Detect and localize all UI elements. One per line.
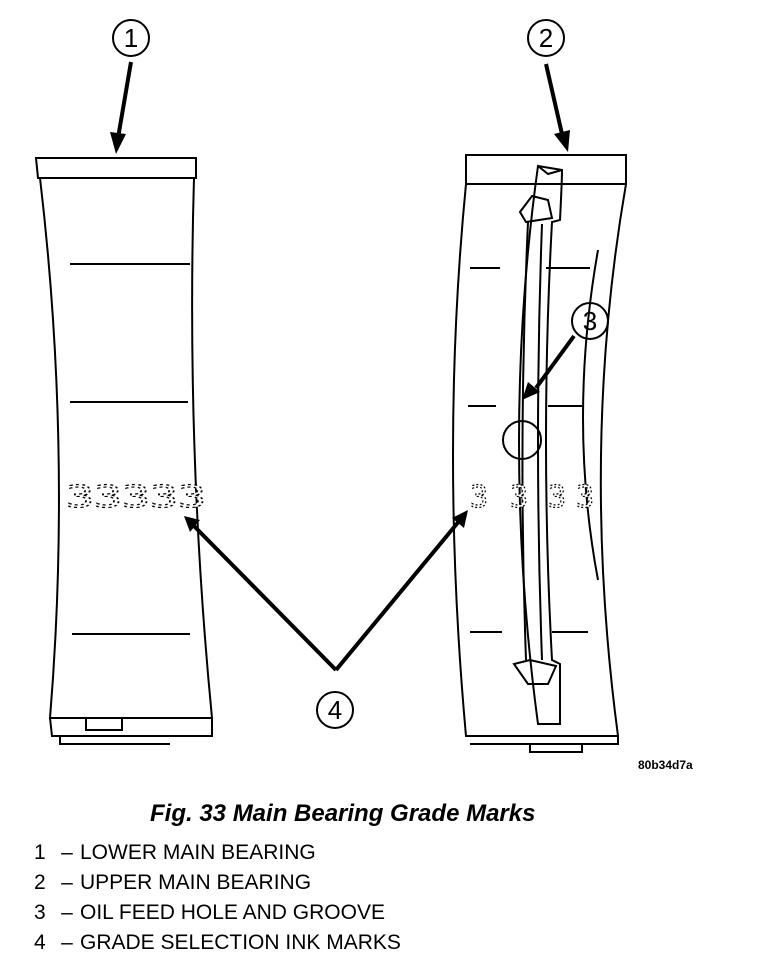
legend-text: LOWER MAIN BEARING bbox=[80, 841, 316, 864]
legend-dash: – bbox=[61, 931, 73, 954]
figure-caption: Fig. 33 Main Bearing Grade Marks bbox=[150, 800, 536, 827]
callout-2: 2 bbox=[527, 19, 570, 152]
legend-dash: – bbox=[61, 841, 73, 864]
callout-4: 4 bbox=[184, 510, 468, 729]
legend-number: 1 bbox=[34, 841, 46, 864]
oil-feed-hole bbox=[502, 420, 542, 460]
upper-main-bearing bbox=[452, 154, 627, 753]
callout-1: 1 bbox=[110, 19, 150, 154]
upper-ink-mark: 3 bbox=[576, 480, 594, 515]
callout-1-label: 1 bbox=[124, 23, 138, 53]
callout-3: 3 bbox=[522, 302, 609, 400]
figure-code: 80b34d7a bbox=[638, 758, 693, 772]
legend-item: 4–GRADE SELECTION INK MARKS bbox=[34, 928, 401, 958]
upper-ink-mark: 3 bbox=[548, 480, 566, 515]
arrow-1-head bbox=[110, 132, 126, 154]
legend-number: 2 bbox=[34, 871, 46, 894]
legend-item: 1–LOWER MAIN BEARING bbox=[34, 838, 401, 868]
legend-number: 4 bbox=[34, 931, 46, 954]
upper-ink-marks: 3 3 3 3 bbox=[469, 479, 594, 515]
legend-number: 3 bbox=[34, 901, 46, 924]
upper-ink-mark: 3 bbox=[510, 480, 528, 515]
arrow-3-head bbox=[522, 382, 540, 400]
legend-text: UPPER MAIN BEARING bbox=[80, 871, 312, 894]
arrow-4b-head bbox=[452, 510, 468, 528]
legend-dash: – bbox=[61, 901, 73, 924]
bearing-diagram: 33333 3 3 3 3 1 bbox=[34, 19, 627, 753]
oil-feed-groove bbox=[512, 164, 564, 725]
callout-4-label: 4 bbox=[328, 695, 342, 725]
legend: 1–LOWER MAIN BEARING 2–UPPER MAIN BEARIN… bbox=[34, 838, 401, 958]
legend-text: GRADE SELECTION INK MARKS bbox=[80, 931, 401, 954]
upper-ink-mark: 3 bbox=[470, 480, 488, 515]
lower-main-bearing bbox=[34, 157, 214, 745]
legend-item: 2–UPPER MAIN BEARING bbox=[34, 868, 401, 898]
arrow-2-head bbox=[554, 130, 570, 152]
lower-ink-marks: 33333 bbox=[66, 480, 206, 515]
callout-3-label: 3 bbox=[583, 306, 597, 336]
legend-text: OIL FEED HOLE AND GROOVE bbox=[80, 901, 385, 924]
arrow-4a-head bbox=[184, 516, 200, 532]
legend-dash: – bbox=[61, 871, 73, 894]
callout-2-label: 2 bbox=[539, 23, 553, 53]
legend-item: 3–OIL FEED HOLE AND GROOVE bbox=[34, 898, 401, 928]
